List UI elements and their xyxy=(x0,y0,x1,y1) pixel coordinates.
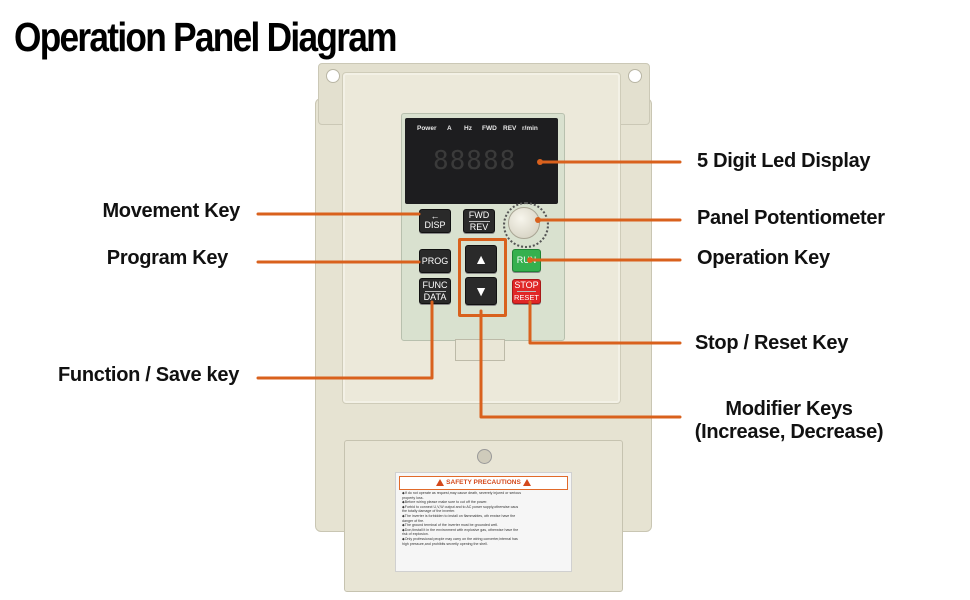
safety-line: danger of fire. xyxy=(402,518,425,523)
indicator-hz: Hz xyxy=(464,125,472,132)
indicator-rev: REV xyxy=(503,125,517,132)
safety-line: the totally damage of the inverter. xyxy=(402,509,456,514)
safety-line: ◆If do not operate as request,may cause … xyxy=(402,491,522,495)
safety-line: ◆The ground terminal of the inverter mus… xyxy=(402,523,499,528)
up-arrow-icon: ▲ xyxy=(474,251,488,267)
warning-icon xyxy=(436,478,445,486)
callout-modifier-keys-title: Modifier Keys xyxy=(725,398,853,420)
callout-modifier-keys: Modifier Keys (Increase, Decrease) xyxy=(682,398,896,444)
increase-key[interactable]: ▲ xyxy=(465,245,497,273)
panel-slot xyxy=(455,339,505,361)
led-display: Power A Hz FWD REV r/min 88888 xyxy=(405,118,558,204)
reset-key-label: RESET xyxy=(513,293,539,302)
mounting-hole-right xyxy=(628,69,642,83)
callout-operation-key: Operation Key xyxy=(697,247,830,269)
callout-panel-potentiometer: Panel Potentiometer xyxy=(697,207,885,229)
safety-line: high pressure,and prohibits secretly ope… xyxy=(402,541,488,546)
led-digits: 88888 xyxy=(433,146,517,176)
cover-screw xyxy=(477,449,492,464)
safety-title-text: SAFETY PRECAUTIONS xyxy=(446,479,521,486)
indicator-fwd: FWD xyxy=(482,125,497,132)
safety-line: risk of explosion. xyxy=(402,532,429,537)
safety-line: ◆Before wiring please make sure to cut o… xyxy=(402,500,488,505)
down-arrow-icon: ▼ xyxy=(474,283,488,299)
callout-movement-key: Movement Key xyxy=(102,200,240,222)
stop-reset-key[interactable]: STOP RESET xyxy=(512,279,541,304)
safety-line: ◆The inverter is forbidden to install on… xyxy=(402,513,516,518)
safety-sticker-title: SAFETY PRECAUTIONS xyxy=(399,476,568,490)
indicator-a: A xyxy=(447,125,452,132)
decrease-key[interactable]: ▼ xyxy=(465,277,497,305)
prog-key[interactable]: PROG xyxy=(419,249,451,273)
callout-function-save-key: Function / Save key xyxy=(58,364,240,386)
func-data-key[interactable]: FUNC DATA xyxy=(419,278,451,304)
fwd-rev-key[interactable]: FWD REV xyxy=(463,209,495,233)
run-key-label: RUN xyxy=(516,255,537,265)
left-arrow-icon: ← xyxy=(430,211,440,221)
fwd-key-label: FWD xyxy=(468,209,490,220)
rev-key-label: REV xyxy=(469,221,489,232)
safety-line: ◆Forbid to connect U,V,W output and to A… xyxy=(402,504,519,509)
disp-key[interactable]: ← DISP xyxy=(419,209,451,233)
indicator-power: Power xyxy=(417,125,437,132)
diagram-title: Operation Panel Diagram xyxy=(14,14,397,60)
safety-line: ◆Only professional people may carry on t… xyxy=(402,536,518,541)
safety-text: ◆If do not operate as request,may cause … xyxy=(402,491,566,546)
data-key-label: DATA xyxy=(423,291,447,302)
panel-potentiometer-knob[interactable] xyxy=(508,207,540,239)
safety-sticker: SAFETY PRECAUTIONS ◆If do not operate as… xyxy=(395,472,572,572)
safety-line: property loss. xyxy=(402,495,424,500)
run-key[interactable]: RUN xyxy=(512,249,541,272)
safety-line: ◆Don,tinstall it in the environment with… xyxy=(402,527,519,532)
potentiometer-scale xyxy=(503,202,549,248)
indicator-rmin: r/min xyxy=(522,125,538,132)
mounting-hole-left xyxy=(326,69,340,83)
func-key-label: FUNC xyxy=(422,279,448,290)
disp-key-label: DISP xyxy=(424,220,446,230)
warning-icon xyxy=(522,478,531,486)
stop-key-label: STOP xyxy=(514,280,539,290)
callout-modifier-keys-detail: (Increase, Decrease) xyxy=(694,421,884,443)
callout-led-display: 5 Digit Led Display xyxy=(697,150,871,172)
callout-program-key: Program Key xyxy=(106,247,229,269)
callout-stop-reset-key: Stop / Reset Key xyxy=(695,332,849,354)
prog-key-label: PROG xyxy=(421,255,449,266)
